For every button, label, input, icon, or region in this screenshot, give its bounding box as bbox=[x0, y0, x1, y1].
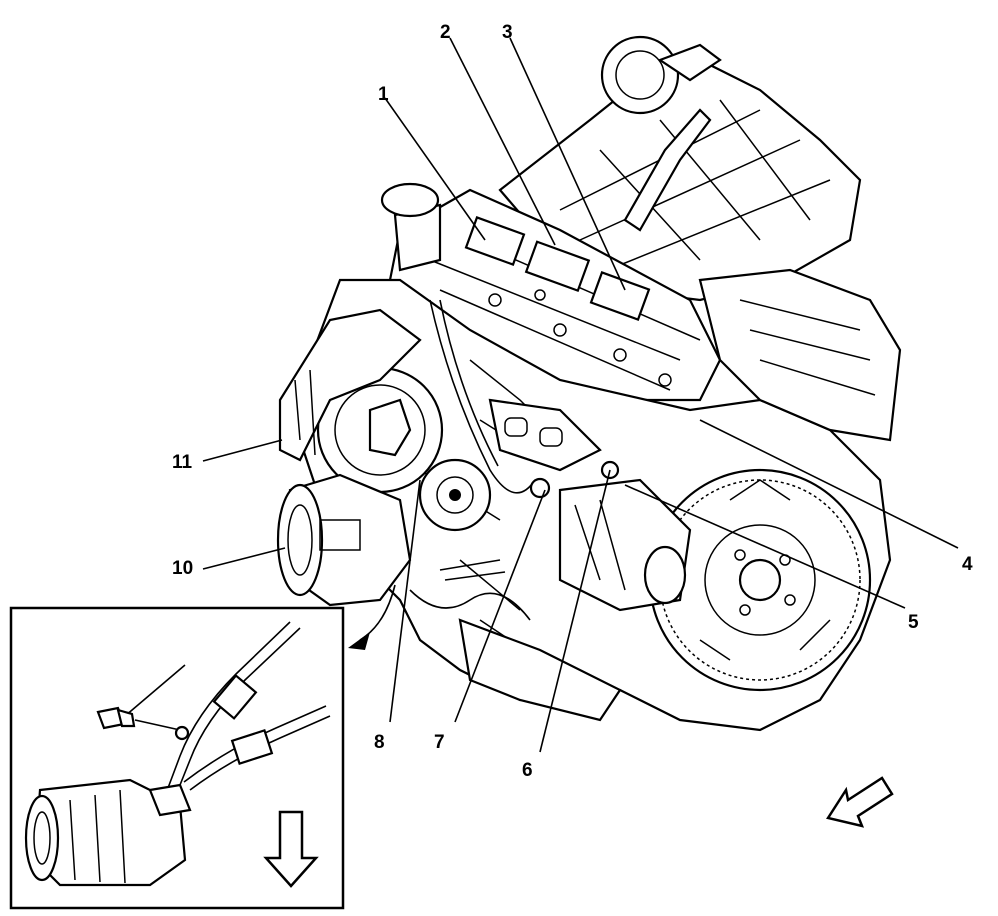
ignition-coil-2 bbox=[524, 240, 591, 293]
callout-10: 10 bbox=[172, 558, 193, 579]
oil-filler-cap bbox=[380, 182, 440, 218]
wiring-harness bbox=[429, 299, 536, 494]
generator-bracket bbox=[278, 308, 422, 462]
ac-hose bbox=[409, 589, 531, 621]
callout-3: 3 bbox=[502, 22, 513, 43]
callouts: 1 2 3 4 5 6 7 8 9 10 11 bbox=[172, 22, 973, 781]
ignition-coil-1 bbox=[464, 216, 526, 266]
down-arrow-icon bbox=[263, 810, 319, 888]
callout-7: 7 bbox=[434, 732, 445, 753]
inset-detail bbox=[9, 606, 345, 910]
callout-4: 4 bbox=[962, 554, 973, 575]
throttle-body bbox=[600, 35, 680, 115]
rear-head bbox=[698, 268, 902, 442]
callout-1: 1 bbox=[378, 84, 389, 105]
curved-arrow-head bbox=[348, 632, 370, 650]
callout-8: 8 bbox=[374, 732, 385, 753]
inset-hose-lower bbox=[189, 715, 331, 791]
oil-pan bbox=[458, 618, 622, 722]
leader-lines bbox=[202, 37, 959, 753]
direction-arrow-icon bbox=[825, 776, 894, 828]
compressor-clutch bbox=[276, 483, 324, 597]
inset-compressor-clutch bbox=[24, 794, 60, 882]
intake-tube bbox=[623, 108, 712, 232]
callout-2: 2 bbox=[440, 22, 451, 43]
callout-6: 6 bbox=[522, 760, 533, 781]
engine-illustration bbox=[276, 35, 902, 732]
callout-11: 11 bbox=[172, 452, 193, 473]
ignition-coil-3 bbox=[589, 271, 651, 321]
callout-5: 5 bbox=[908, 612, 919, 633]
